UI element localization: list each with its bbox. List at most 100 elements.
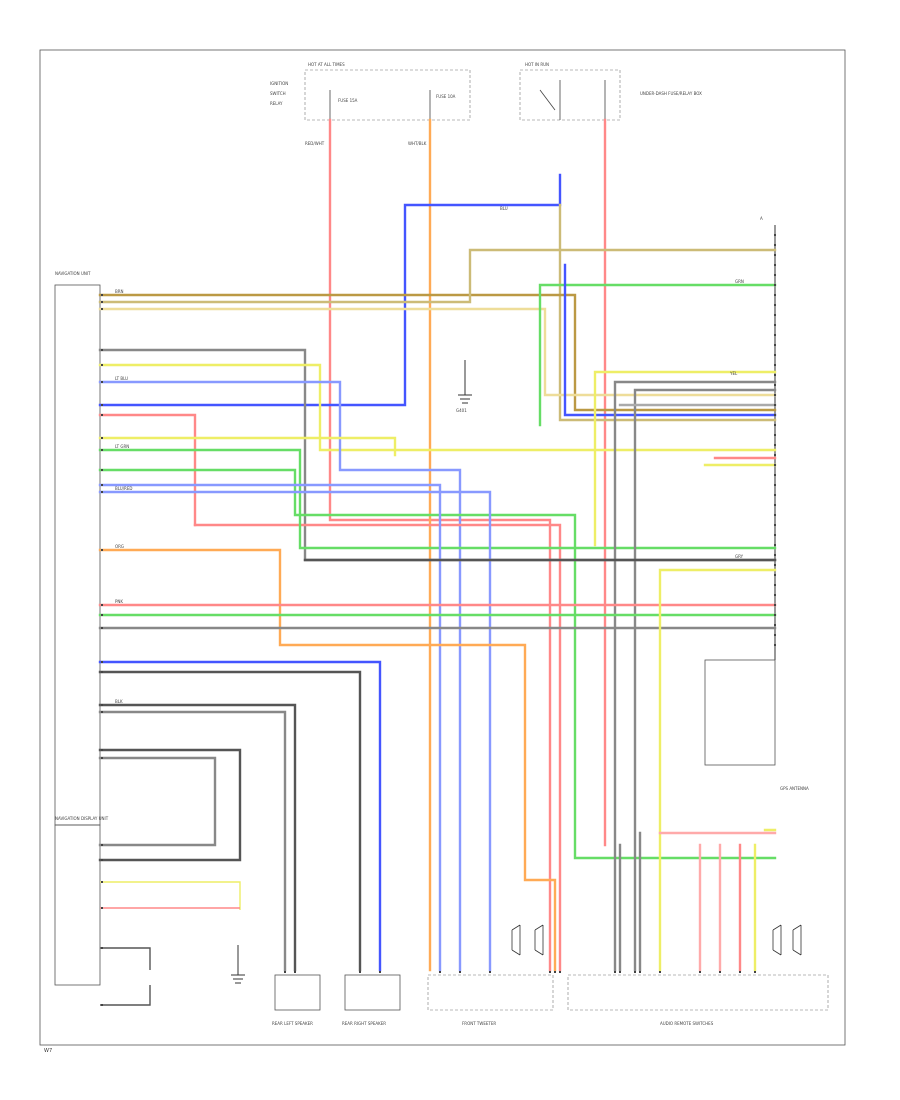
connector-pin: [774, 524, 776, 526]
connector-pin: [774, 544, 776, 546]
connector-pin: [699, 971, 701, 973]
rear-speaker-left: REAR LEFT SPEAKER: [272, 974, 321, 1026]
connector-pin: [459, 971, 461, 973]
connector-pin: [774, 454, 776, 456]
audio-remote-switches: AUDIO REMOTE SWITCHES: [567, 974, 829, 1026]
connector-pin: [774, 424, 776, 426]
connector-pin: [774, 504, 776, 506]
connector-pin: [101, 757, 103, 759]
fuse-label-5: FUSE 10A: [436, 94, 456, 99]
wire-gray-right: [613, 380, 777, 972]
wire-blue-5: [98, 660, 382, 972]
connector-pin: [101, 947, 103, 949]
connector-pin: [549, 971, 551, 973]
connector-pin: [774, 534, 776, 536]
connector-pin: [101, 859, 103, 861]
connector-pin: [774, 364, 776, 366]
left-connector-pins: [101, 294, 103, 1006]
connector-pin: [379, 971, 381, 973]
wire-label-blu-red: BLU/RED: [115, 486, 132, 491]
connector-pin: [101, 469, 103, 471]
wire-label-blu: BLU: [500, 206, 508, 211]
connector-pin: [774, 474, 776, 476]
connector-pin: [554, 971, 556, 973]
wire-label-org: ORG: [115, 544, 124, 549]
fuse-label-1: IGNITION: [270, 81, 288, 86]
connector-pin: [774, 644, 776, 646]
wire-label-grn: GRN: [735, 279, 744, 284]
wire-tan-1: [98, 307, 777, 397]
wire-gray-right-2: [633, 388, 777, 972]
connector-pin: [774, 514, 776, 516]
wire-yellow-3: [658, 568, 777, 972]
connector-pin: [774, 314, 776, 316]
wire-yellow-2: [98, 436, 397, 457]
connector-pin: [774, 384, 776, 386]
wire-gray-5: [98, 710, 287, 972]
connector-pin: [774, 394, 776, 396]
connector-pin: [774, 484, 776, 486]
wire-label-pnk: PNK: [115, 599, 123, 604]
connector-pin: [101, 404, 103, 406]
connector-pin: [294, 971, 296, 973]
connector-pin: [439, 971, 441, 973]
connector-pin: [774, 614, 776, 616]
diagram-code: W7: [44, 1048, 52, 1054]
navigation-unit: NAVIGATION UNIT: [54, 271, 101, 826]
wire-brown-2: [98, 248, 777, 304]
wire-blue-3: [98, 483, 442, 972]
wire-label-yel: YEL: [729, 371, 738, 376]
fuse-box-left: HOT AT ALL TIMES IGNITION SWITCH RELAY F…: [270, 62, 471, 121]
connector-pin: [101, 449, 103, 451]
ground-label: G401: [456, 408, 467, 413]
connector-pin: [774, 344, 776, 346]
fuse-label-4: FUSE 15A: [338, 98, 358, 103]
connector-pin: [774, 494, 776, 496]
connector-pin: [101, 1004, 103, 1006]
speaker-icon-1: [511, 924, 544, 956]
connector-pin: [101, 491, 103, 493]
display-unit-label: NAVIGATION DISPLAY UNIT: [55, 816, 109, 821]
wire-yellow-1: [98, 363, 777, 452]
connector-pin: [774, 244, 776, 246]
wire-green-top: [538, 283, 777, 427]
connector-pin: [774, 594, 776, 596]
diagram-frame: [39, 49, 846, 1046]
connector-pin: [774, 564, 776, 566]
connector-pin: [774, 634, 776, 636]
wire-label-wht-blk: WHT/BLK: [408, 141, 427, 146]
connector-pin: [101, 749, 103, 751]
connector-pin: [284, 971, 286, 973]
ground-symbol: G401: [456, 360, 472, 413]
connector-pin: [774, 624, 776, 626]
connector-pin: [101, 484, 103, 486]
wire-yellow-right: [593, 370, 777, 547]
connector-pin: [774, 604, 776, 606]
wire-gray-6: [98, 748, 242, 862]
connector-pin: [101, 671, 103, 673]
hot-at-all-times-label: HOT AT ALL TIMES: [308, 62, 345, 67]
connector-pin: [619, 971, 621, 973]
connector-pin: [101, 661, 103, 663]
wire-label-gry: GRY: [735, 554, 744, 559]
wire-green-3: [98, 468, 777, 860]
connector-pin: [559, 971, 561, 973]
connector-pin: [774, 554, 776, 556]
gps-antenna-label: GPS ANTENNA: [780, 786, 809, 791]
connector-pin: [101, 604, 103, 606]
connector-pin: [101, 627, 103, 629]
connector-pin: [774, 284, 776, 286]
connector-pin: [774, 254, 776, 256]
connector-pin: [489, 971, 491, 973]
connector-pin: [101, 881, 103, 883]
connector-pin: [774, 464, 776, 466]
rear-speaker-left-label: REAR LEFT SPEAKER: [272, 1021, 313, 1026]
connector-pin: [774, 334, 776, 336]
connector-pin: [639, 971, 641, 973]
wire-yellow-right-3: [753, 828, 777, 972]
wire-label-blk: BLK: [115, 699, 123, 704]
connector-pin: [719, 971, 721, 973]
connector-pin: [774, 234, 776, 236]
connector-pin: [774, 584, 776, 586]
